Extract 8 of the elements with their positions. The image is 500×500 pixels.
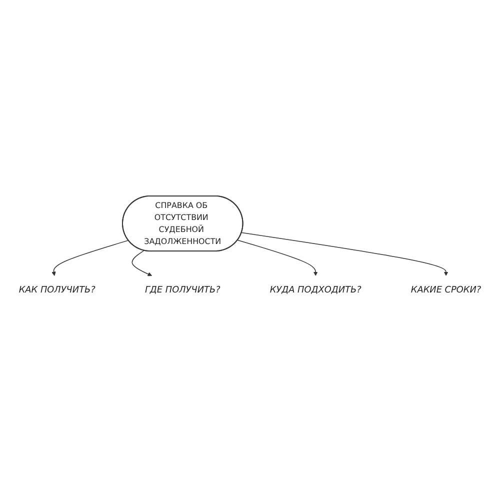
node-text: КУДА ПОДХОДИТЬ? [270,284,362,296]
arrow [132,250,152,276]
arrow [52,240,129,276]
node-text: ГДЕ ПОЛУЧИТЬ? [144,284,220,296]
node-text: КАК ПОЛУЧИТЬ? [18,284,96,296]
arrow [241,232,448,276]
arrow [237,240,318,276]
node-text: КАКИЕ СРОКИ? [410,284,482,296]
